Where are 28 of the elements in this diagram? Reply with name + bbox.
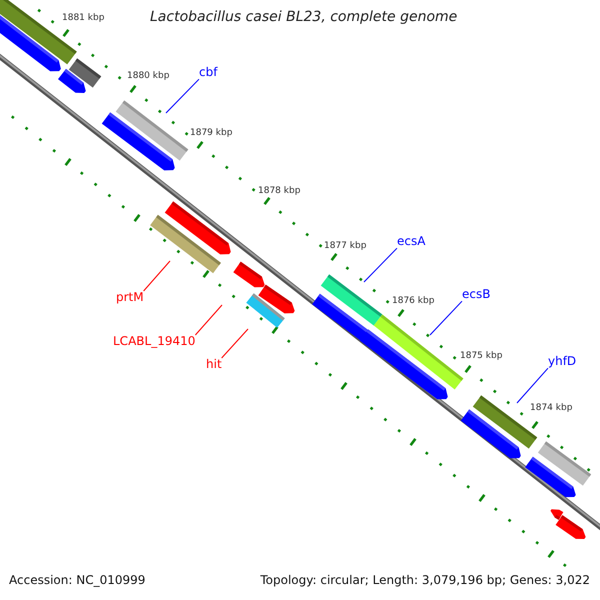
scale-label: 1880 kbp: [127, 72, 170, 82]
leader-line: [364, 248, 398, 282]
gene-label: hit: [206, 358, 222, 372]
leader-line: [430, 300, 462, 336]
footer-text: Topology: circular; Length: 3,079,196 bp; Genes: 3,022: [260, 574, 590, 588]
gene-bar: [320, 274, 382, 326]
scale-label: 1876 kbp: [392, 297, 434, 307]
gene-label: cbf: [199, 66, 218, 80]
title: Lactobacillus casei BL23, complete genome: [150, 10, 458, 26]
scale-label: 1879 kbp: [190, 129, 232, 139]
scale-label: 1877 kbp: [324, 242, 366, 252]
gene-label: yhfD: [548, 355, 576, 368]
gene-label: prtM: [116, 291, 144, 304]
gene-bar: [246, 293, 285, 328]
gene-label: ecsB: [462, 288, 490, 302]
scale-label: 1881 kbp: [62, 14, 104, 24]
footer-text: Accession: NC_010999: [9, 574, 146, 588]
scale-label: 1875 kbp: [460, 352, 502, 362]
gene-bar: [116, 100, 188, 161]
leader-line: [194, 304, 222, 336]
scale-label: 1878 kbp: [258, 187, 300, 197]
leader-line: [143, 260, 170, 292]
scale-label: 1874 kbp: [530, 404, 572, 414]
gene-label: ecsA: [397, 235, 426, 248]
gene-bar: [150, 214, 221, 274]
leader-line: [516, 368, 548, 404]
gene-label: LCABL_19410: [113, 335, 196, 348]
leader-line: [221, 328, 248, 358]
